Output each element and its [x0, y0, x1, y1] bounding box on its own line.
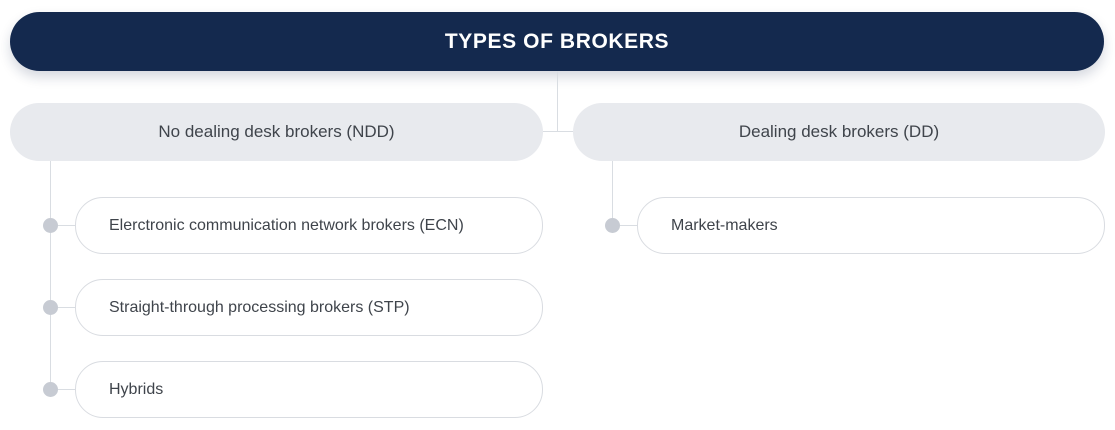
branch-node-ndd: No dealing desk brokers (NDD)	[10, 103, 543, 161]
branch-dd-label: Dealing desk brokers (DD)	[738, 122, 940, 141]
leaf-ecn-label: Elerctronic communication network broker…	[109, 216, 464, 234]
leaf-stp-label: Straight-through processing brokers (STP…	[109, 298, 410, 316]
branch-node-dd: Dealing desk brokers (DD)	[573, 103, 1105, 161]
leaf-node-hybrids: Hybrids	[75, 361, 543, 418]
connector-ndd-rail	[50, 161, 51, 389]
connector-stub-stp	[50, 307, 75, 308]
junction-dot-ecn	[43, 218, 58, 233]
leaf-hybrids-label: Hybrids	[109, 380, 164, 398]
leaf-node-stp: Straight-through processing brokers (STP…	[75, 279, 543, 336]
root-node-types-of-brokers: TYPES OF BROKERS	[10, 12, 1104, 71]
connector-dd-rail	[612, 161, 613, 225]
branch-ndd-label: No dealing desk brokers (NDD)	[158, 122, 395, 141]
connector-root-vertical	[557, 71, 558, 132]
connector-stub-market-makers	[612, 225, 637, 226]
junction-dot-market-makers	[605, 218, 620, 233]
connector-root-horizontal	[542, 131, 573, 132]
connector-stub-hybrids	[50, 389, 75, 390]
junction-dot-stp	[43, 300, 58, 315]
junction-dot-hybrids	[43, 382, 58, 397]
leaf-node-market-makers: Market-makers	[637, 197, 1105, 254]
diagram-title: TYPES OF BROKERS	[444, 29, 670, 53]
leaf-node-ecn: Elerctronic communication network broker…	[75, 197, 543, 254]
leaf-market-makers-label: Market-makers	[671, 216, 778, 234]
connector-stub-ecn	[50, 225, 75, 226]
